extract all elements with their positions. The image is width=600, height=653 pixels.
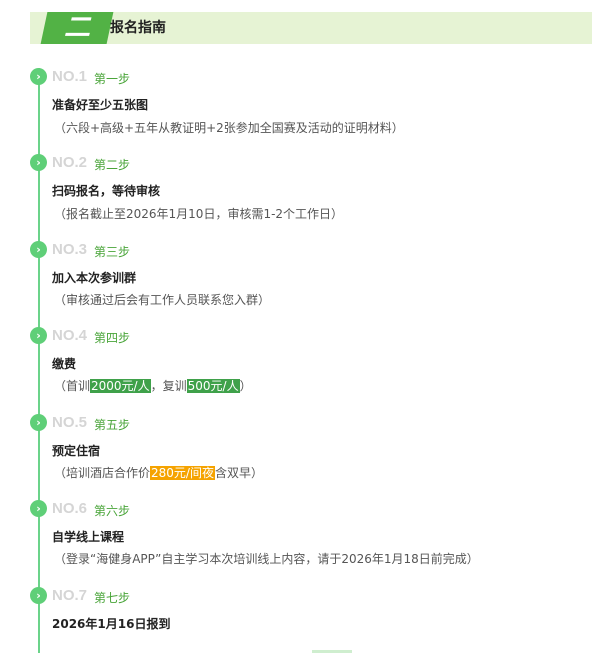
step-description-text: ）: [239, 379, 252, 393]
step-title: 2026年1月16日报到: [52, 617, 171, 631]
price-highlight: 280元/间夜: [150, 466, 215, 480]
chevron-right-icon: ›: [30, 414, 47, 431]
step-description: （六段+高级+五年从教证明+2张参加全国赛及活动的证明材料）: [54, 121, 404, 135]
price-highlight: 2000元/人: [90, 379, 151, 393]
step-title: 准备好至少五张图: [52, 98, 149, 112]
step-number: NO.7: [52, 587, 88, 604]
step-description: （首训2000元/人，复训500元/人）: [54, 377, 252, 394]
step-title: 加入本次参训群: [52, 271, 137, 285]
section-number-badge: 二: [40, 12, 114, 44]
price-highlight: 500元/人: [186, 379, 240, 393]
step-number: NO.5: [52, 414, 88, 431]
step-name: 第一步: [94, 72, 131, 86]
section-number: 二: [63, 13, 90, 43]
step-title: 扫码报名，等待审核: [52, 184, 161, 198]
chevron-right-icon: ›: [30, 241, 47, 258]
step-description-text: （培训酒店合作价: [54, 466, 151, 480]
step-name: 第五步: [94, 418, 131, 432]
step-number: NO.2: [52, 154, 88, 171]
step-title: 缴费: [52, 357, 77, 371]
step-description: （登录“海健身APP”自主学习本次培训线上内容，请于2026年1月18日前完成）: [54, 552, 479, 566]
step-description-text: ，复训: [150, 379, 187, 393]
step-name: 第四步: [94, 331, 131, 345]
step-description-text: 含双早）: [214, 466, 263, 480]
chevron-right-icon: ›: [30, 587, 47, 604]
step-name: 第二步: [94, 158, 131, 172]
step-number: NO.4: [52, 327, 88, 344]
chevron-right-icon: ›: [30, 327, 47, 344]
step-title: 自学线上课程: [52, 530, 125, 544]
step-name: 第七步: [94, 591, 131, 605]
section-title: 报名指南: [110, 20, 166, 36]
step-name: 第六步: [94, 504, 131, 518]
section-header: 二 报名指南: [30, 12, 592, 44]
step-number: NO.6: [52, 500, 88, 517]
step-number: NO.3: [52, 241, 88, 258]
timeline-line: [38, 68, 40, 653]
step-description: （报名截止至2026年1月10日，审核需1-2个工作日）: [54, 207, 344, 221]
chevron-right-icon: ›: [30, 68, 47, 85]
chevron-right-icon: ›: [30, 500, 47, 517]
step-name: 第三步: [94, 245, 131, 259]
chevron-right-icon: ›: [30, 154, 47, 171]
step-number: NO.1: [52, 68, 88, 85]
step-title: 预定住宿: [52, 444, 101, 458]
step-description: （审核通过后会有工作人员联系您入群）: [54, 293, 271, 307]
step-description-text: （首训: [54, 379, 91, 393]
step-description: （培训酒店合作价280元/间夜含双早）: [54, 464, 263, 481]
bottom-divider: [312, 650, 352, 653]
